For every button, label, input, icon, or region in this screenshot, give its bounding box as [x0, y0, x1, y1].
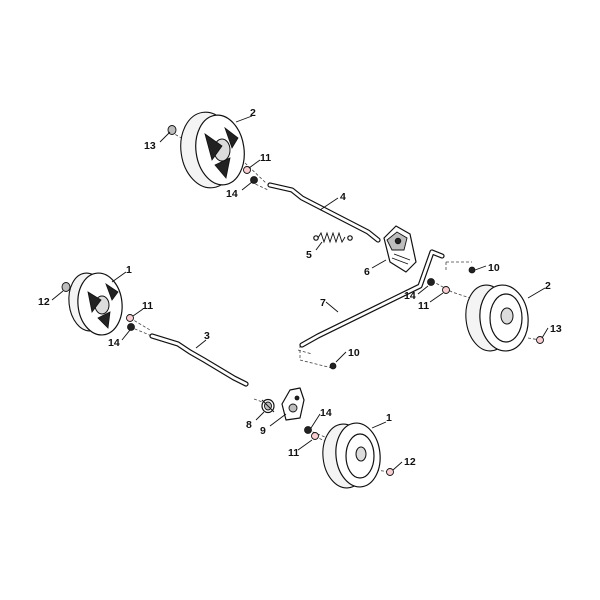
callout-11-top: 11	[260, 152, 271, 164]
callout-12-left: 12	[38, 296, 50, 308]
wheel-1-bottom	[322, 422, 381, 489]
nut-14-left	[127, 323, 135, 331]
wheel-2-right	[465, 284, 529, 352]
axle-3	[149, 333, 249, 387]
callout-2-top: 2	[250, 107, 256, 119]
nut-14-top	[250, 176, 258, 184]
rod-7	[299, 249, 445, 348]
height-adjuster-6	[383, 225, 417, 273]
callout-2-right: 2	[545, 280, 551, 292]
callout-5: 5	[306, 249, 312, 261]
callout-labels: 2 13 11 14 4 5 6 10 14 11 7 2 13 10 1 12…	[38, 107, 562, 468]
callout-10-right: 10	[488, 262, 500, 274]
callout-3: 3	[204, 330, 210, 342]
callout-13-right: 13	[550, 323, 562, 335]
callout-14-left: 14	[108, 337, 120, 349]
callout-6: 6	[364, 266, 370, 278]
washer-11-lower	[311, 432, 319, 440]
callout-4: 4	[340, 191, 346, 203]
hub-cap-13-right	[536, 336, 544, 344]
callout-1-bottom: 1	[386, 412, 392, 424]
washer-11-right	[442, 286, 450, 294]
washer-11-left	[126, 314, 134, 322]
callout-1-left: 1	[126, 264, 132, 276]
callout-8: 8	[246, 419, 252, 431]
wheel-1-left	[68, 272, 123, 336]
callout-14-lower: 14	[320, 407, 332, 419]
callout-11-right: 11	[418, 300, 429, 312]
callout-11-lower: 11	[288, 447, 299, 459]
height-adjuster-9	[281, 387, 305, 421]
spring-8	[261, 398, 275, 414]
screw-10-middle	[329, 362, 337, 370]
screw-10-right	[468, 266, 476, 274]
washer-11-top	[243, 166, 251, 174]
hub-cap-12-left	[61, 282, 71, 292]
callout-14-right: 14	[404, 290, 416, 302]
callout-9: 9	[260, 425, 266, 437]
wheel-2-top	[180, 111, 245, 189]
callout-10-middle: 10	[348, 347, 360, 359]
callout-11-left: 11	[142, 300, 153, 312]
axle-4	[267, 182, 381, 243]
nut-14-lower	[304, 426, 312, 434]
leader-lines	[51, 115, 549, 471]
hub-cap-12-bottom	[386, 468, 394, 476]
callout-7: 7	[320, 297, 326, 309]
alignment-lines	[65, 131, 541, 473]
callout-13-top: 13	[144, 140, 156, 152]
nut-14-right	[427, 278, 435, 286]
callout-12-bottom: 12	[404, 456, 416, 468]
spring-5	[313, 231, 353, 244]
callout-14-top: 14	[226, 188, 238, 200]
